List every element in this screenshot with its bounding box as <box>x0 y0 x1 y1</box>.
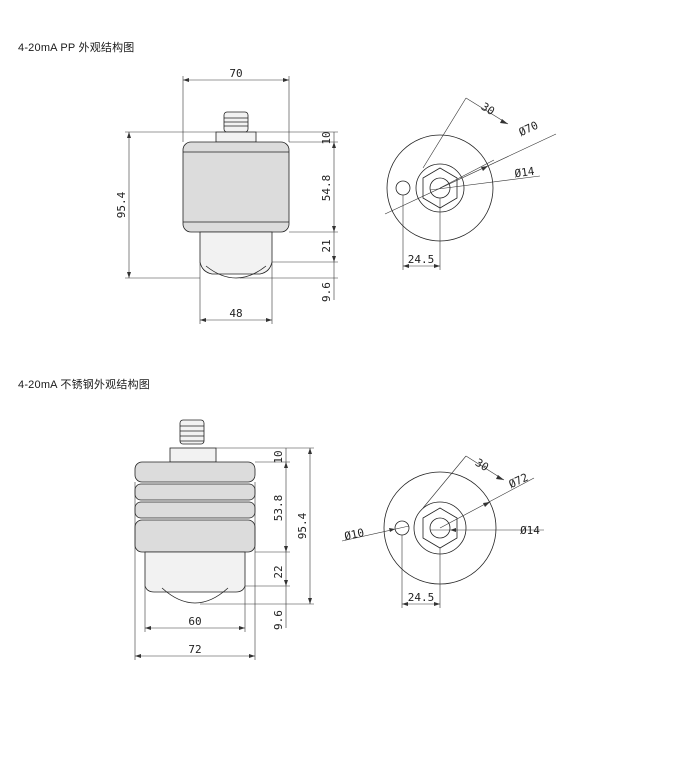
pp-dim-h-body: 54.8 <box>320 175 333 202</box>
ss-mount-hole <box>394 520 410 536</box>
ss-body-rib-2 <box>134 483 256 501</box>
pp-dim-hole-spacing: 24.5 <box>408 253 435 266</box>
ss-connector <box>179 419 205 445</box>
pp-main-body <box>182 141 290 233</box>
pp-lower-housing <box>199 231 273 275</box>
ss-body-rib-4 <box>134 519 256 553</box>
ss-dim-width-total: 72 <box>188 643 201 656</box>
ss-lower-housing <box>144 551 246 593</box>
ss-dim-height-total: 95.4 <box>296 512 309 539</box>
ss-dim-h-lower: 22 <box>272 565 285 578</box>
pp-mount-hole <box>395 180 411 196</box>
pp-dim-outer-dia: Ø70 <box>517 119 541 139</box>
ss-dim-offset: 30 <box>473 456 491 474</box>
pp-dim-width-bottom: 48 <box>229 307 242 320</box>
ss-connector-base <box>169 447 217 463</box>
pp-dim-h-lower: 21 <box>320 239 333 252</box>
ss-bottom-dome <box>161 587 229 604</box>
ss-body-rib-3 <box>134 501 256 519</box>
pp-dim-h-bottom: 9.6 <box>320 282 333 302</box>
pp-dim-width-top: 70 <box>229 67 242 80</box>
ss-side-view: 10 53.8 22 9.6 95.4 60 72 <box>134 419 314 660</box>
pp-dim-h-top: 10 <box>320 131 333 144</box>
ss-dim-width-lower: 60 <box>188 615 201 628</box>
pp-side-view: 70 95.4 10 54.8 21 9.6 48 <box>115 67 338 324</box>
ss-dim-h-body: 53.8 <box>272 495 285 522</box>
ss-top-view: 30 Ø72 Ø10 Ø14 24.5 <box>341 455 544 608</box>
pp-dim-offset: 30 <box>479 100 497 118</box>
ss-dim-hole-spacing: 24.5 <box>408 591 435 604</box>
pp-dim-height-total: 95.4 <box>115 191 128 218</box>
section-title-stainless: 4-20mA 不锈钢外观结构图 <box>18 379 150 391</box>
pp-dim-inner-dia: Ø14 <box>514 165 536 181</box>
pp-top-view: 30 Ø70 Ø14 24.5 <box>384 97 557 270</box>
ss-body-rib-1 <box>134 461 256 483</box>
pp-connector-base <box>215 131 257 143</box>
ss-dim-h-top: 10 <box>272 450 285 463</box>
ss-dim-outer-dia: Ø72 <box>507 471 531 491</box>
pp-bottom-dome <box>205 265 267 279</box>
ss-dim-h-bottom: 9.6 <box>272 610 285 630</box>
ss-dim-hole-dia: Ø10 <box>343 526 365 543</box>
ss-dim-inner-dia: Ø14 <box>520 524 540 537</box>
section-title-pp: 4-20mA PP 外观结构图 <box>18 42 135 54</box>
